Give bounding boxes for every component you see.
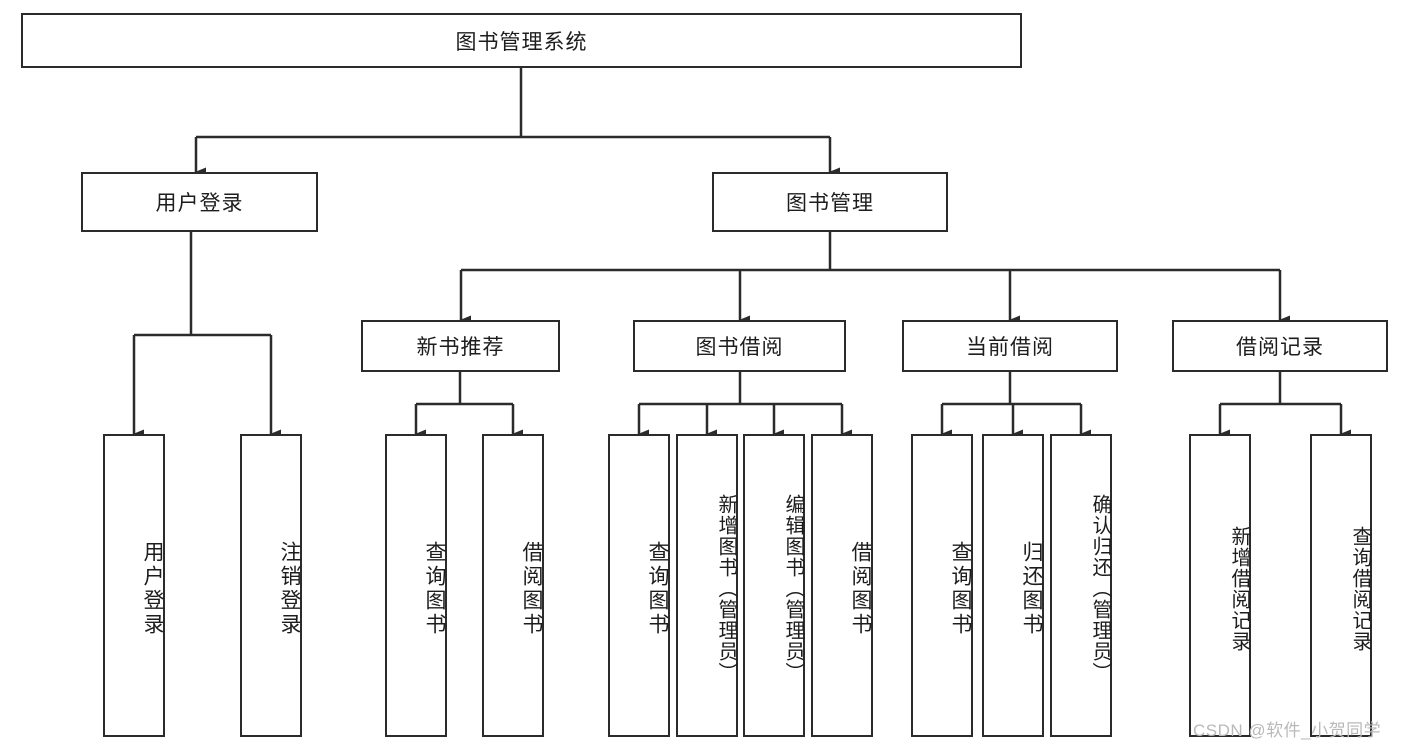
node-leaf-query-book-2: 查询图书 (608, 434, 670, 737)
node-label: 用户登录 (141, 540, 164, 637)
node-label: 新书推荐 (416, 336, 505, 359)
node-label: 图书借阅 (695, 336, 784, 359)
node-label: 借阅记录 (1236, 336, 1324, 359)
node-leaf-query-book-3: 查询图书 (911, 434, 973, 737)
node-label: 查询借阅记录 (1349, 525, 1371, 652)
node-leaf-user-login: 用户登录 (103, 434, 165, 737)
node-label: 用户登录 (155, 192, 244, 215)
node-leaf-confirm-return: 确认归还（管理员） (1050, 434, 1112, 737)
node-label: 注销登录 (278, 540, 301, 637)
node-root-title: 图书管理系统 (21, 13, 1022, 68)
node-current-borrow: 当前借阅 (902, 320, 1118, 372)
node-user-login: 用户登录 (81, 172, 318, 232)
node-leaf-borrow-book-2: 借阅图书 (811, 434, 873, 737)
node-label: 归还图书 (1020, 540, 1043, 637)
node-borrow-record: 借阅记录 (1172, 320, 1388, 372)
node-label: 图书管理系统 (455, 30, 588, 54)
node-leaf-query-book-1: 查询图书 (385, 434, 447, 737)
node-leaf-query-record: 查询借阅记录 (1310, 434, 1372, 737)
node-book-borrow: 图书借阅 (633, 320, 846, 372)
node-label: 图书管理 (786, 192, 874, 215)
node-label: 新增借阅记录 (1228, 525, 1250, 652)
node-label: 确认归还（管理员） (1089, 494, 1111, 683)
node-new-book-rec: 新书推荐 (361, 320, 560, 372)
node-leaf-edit-book: 编辑图书（管理员） (743, 434, 805, 737)
node-label: 查询图书 (423, 540, 446, 637)
node-label: 查询图书 (646, 540, 669, 637)
node-label: 当前借阅 (966, 336, 1054, 359)
node-label: 编辑图书（管理员） (782, 494, 804, 683)
node-leaf-add-book: 新增图书（管理员） (676, 434, 738, 737)
node-book-manage: 图书管理 (712, 172, 948, 232)
node-label: 新增图书（管理员） (715, 494, 737, 683)
node-leaf-logout: 注销登录 (240, 434, 302, 737)
connector-lines (132, 68, 1351, 439)
node-label: 查询图书 (949, 540, 972, 637)
node-label: 借阅图书 (849, 540, 872, 637)
node-leaf-borrow-book-1: 借阅图书 (482, 434, 544, 737)
node-leaf-return-book: 归还图书 (982, 434, 1044, 737)
node-leaf-add-record: 新增借阅记录 (1189, 434, 1251, 737)
node-label: 借阅图书 (520, 540, 543, 637)
watermark-text: CSDN @软件_小贺同学 (1193, 721, 1382, 740)
